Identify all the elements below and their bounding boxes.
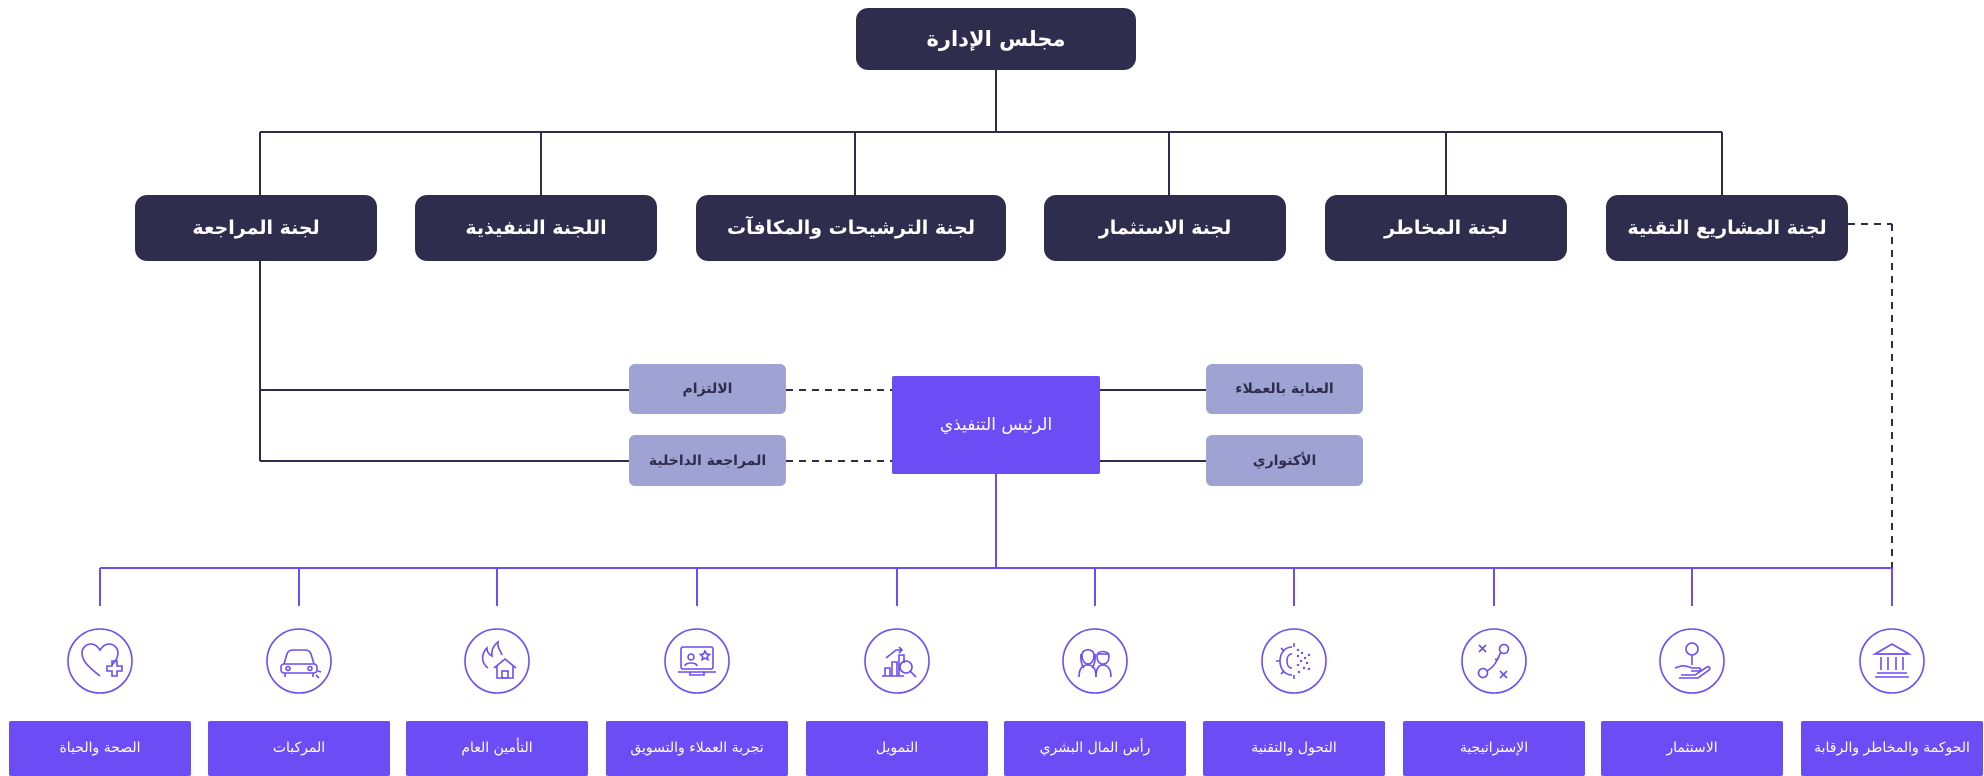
dept-label: تجربة العملاء والتسويق [630,740,764,757]
committee-label: لجنة المشاريع التقنية [1627,217,1827,239]
committee-nominations: لجنة الترشيحات والمكافآت [696,195,1006,261]
dept-finance: التمويل [806,721,988,776]
heart-plus-icon [67,628,133,694]
hand-plant-icon [1659,628,1725,694]
car-icon [266,628,332,694]
dept-motor: المركبات [208,721,390,776]
strategy-icon [1461,628,1527,694]
committee-investment: لجنة الاستثمار [1044,195,1286,261]
gear-digital-icon [1261,628,1327,694]
committee-label: لجنة الاستثمار [1098,217,1232,239]
board-box: مجلس الإدارة [856,8,1136,70]
dept-label: الاستثمار [1666,740,1718,757]
committee-executive: اللجنة التنفيذية [415,195,657,261]
dept-label: التمويل [875,740,919,757]
dept-label: الحوكمة والمخاطر والرقابة [1814,740,1970,757]
dept-label: الصحة والحياة [59,740,141,757]
committee-tech-projects: لجنة المشاريع التقنية [1606,195,1848,261]
support-label: الأكتواري [1252,452,1317,469]
support-compliance: الالتزام [629,364,786,414]
support-actuarial: الأكتواري [1206,435,1363,486]
dept-label: التحول والتقنية [1251,740,1337,757]
dept-label: الإستراتيجية [1459,740,1529,757]
support-customer-care: العناية بالعملاء [1206,364,1363,414]
dept-health-life: الصحة والحياة [9,721,191,776]
ceo-box: الرئيس التنفيذي [892,376,1100,474]
support-label: العناية بالعملاء [1235,381,1334,397]
committee-risk: لجنة المخاطر [1325,195,1567,261]
dept-label: المركبات [272,740,326,757]
committee-label: لجنة الترشيحات والمكافآت [727,217,975,239]
board-label: مجلس الإدارة [926,27,1066,51]
dept-cx-marketing: تجربة العملاء والتسويق [606,721,788,776]
support-label: المراجعة الداخلية [648,452,767,469]
chart-magnifier-icon [864,628,930,694]
ceo-label: الرئيس التنفيذي [939,415,1053,435]
dept-investment: الاستثمار [1601,721,1783,776]
dept-label: التأمين العام [461,740,533,757]
committee-label: لجنة المراجعة [192,217,320,239]
committee-audit: لجنة المراجعة [135,195,377,261]
dept-transformation-tech: التحول والتقنية [1203,721,1385,776]
dept-governance: الحوكمة والمخاطر والرقابة [1801,721,1983,776]
dept-strategy: الإستراتيجية [1403,721,1585,776]
support-internal-audit: المراجعة الداخلية [629,435,786,486]
dept-human-capital: رأس المال البشري [1004,721,1186,776]
screen-star-icon [664,628,730,694]
committee-label: اللجنة التنفيذية [465,217,607,239]
dept-label: رأس المال البشري [1039,740,1151,757]
people-icon [1062,628,1128,694]
bank-building-icon [1859,628,1925,694]
committee-label: لجنة المخاطر [1384,217,1508,239]
support-label: الالتزام [682,381,733,397]
dept-general-insurance: التأمين العام [406,721,588,776]
house-fire-icon [464,628,530,694]
